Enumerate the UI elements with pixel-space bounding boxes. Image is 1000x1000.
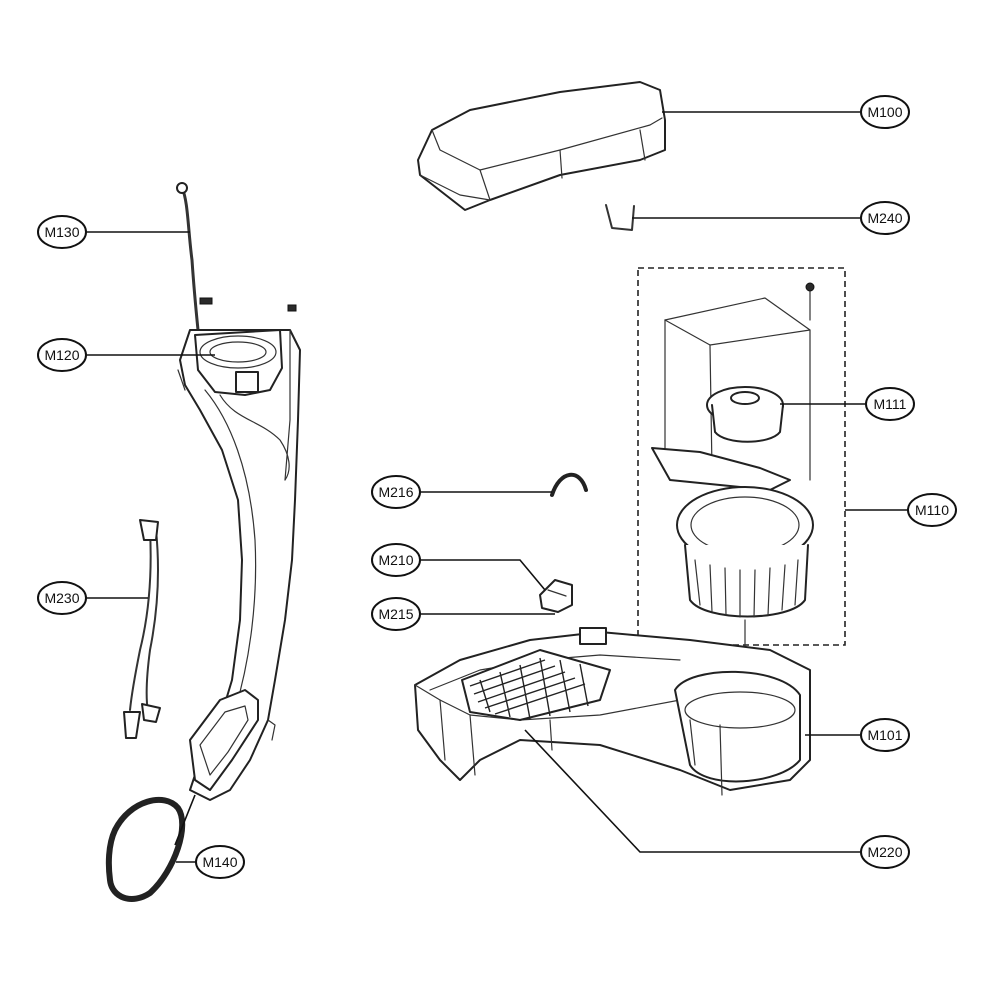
callout-m210: M210 bbox=[371, 543, 421, 577]
callout-m110: M110 bbox=[907, 493, 957, 527]
part-lint-filter bbox=[461, 649, 611, 721]
part-duct bbox=[177, 329, 301, 801]
callout-m230-label: M230 bbox=[44, 590, 79, 606]
part-gasket-frame bbox=[189, 689, 259, 791]
callout-m120-label: M120 bbox=[44, 347, 79, 363]
callout-m215-label: M215 bbox=[378, 606, 413, 622]
part-blower-assembly-box bbox=[637, 267, 846, 646]
callout-m120: M120 bbox=[37, 338, 87, 372]
callout-m230: M230 bbox=[37, 581, 87, 615]
callout-m100-label: M100 bbox=[867, 104, 902, 120]
part-sensor-wire bbox=[176, 182, 200, 332]
callout-m240: M240 bbox=[860, 201, 910, 235]
callout-m100: M100 bbox=[860, 95, 910, 129]
part-clamp bbox=[550, 472, 588, 497]
callout-m130-label: M130 bbox=[44, 224, 79, 240]
leader-lines bbox=[85, 111, 908, 863]
callout-m220-label: M220 bbox=[867, 844, 902, 860]
part-blower-wheel bbox=[651, 447, 814, 706]
part-gasket-ring bbox=[105, 797, 186, 902]
part-clip bbox=[605, 204, 635, 231]
callout-m240-label: M240 bbox=[867, 210, 902, 226]
callout-m101: M101 bbox=[860, 718, 910, 752]
callout-m110-label: M110 bbox=[915, 502, 949, 518]
callout-m215: M215 bbox=[371, 597, 421, 631]
callout-m210-label: M210 bbox=[378, 552, 413, 568]
callout-m111-label: M111 bbox=[874, 396, 907, 412]
part-wire-harness bbox=[123, 519, 161, 739]
callout-m216-label: M216 bbox=[378, 484, 413, 500]
callout-m216: M216 bbox=[371, 475, 421, 509]
callout-m220: M220 bbox=[860, 835, 910, 869]
part-motor bbox=[706, 386, 784, 443]
part-top-cover bbox=[417, 81, 666, 211]
callout-m130: M130 bbox=[37, 215, 87, 249]
callout-m140-label: M140 bbox=[202, 854, 237, 870]
part-fan-housing-upper bbox=[194, 297, 297, 481]
callout-m111: M111 bbox=[865, 387, 915, 421]
callout-m101-label: M101 bbox=[867, 727, 902, 743]
part-thermostat bbox=[539, 579, 573, 613]
callout-m140: M140 bbox=[195, 845, 245, 879]
